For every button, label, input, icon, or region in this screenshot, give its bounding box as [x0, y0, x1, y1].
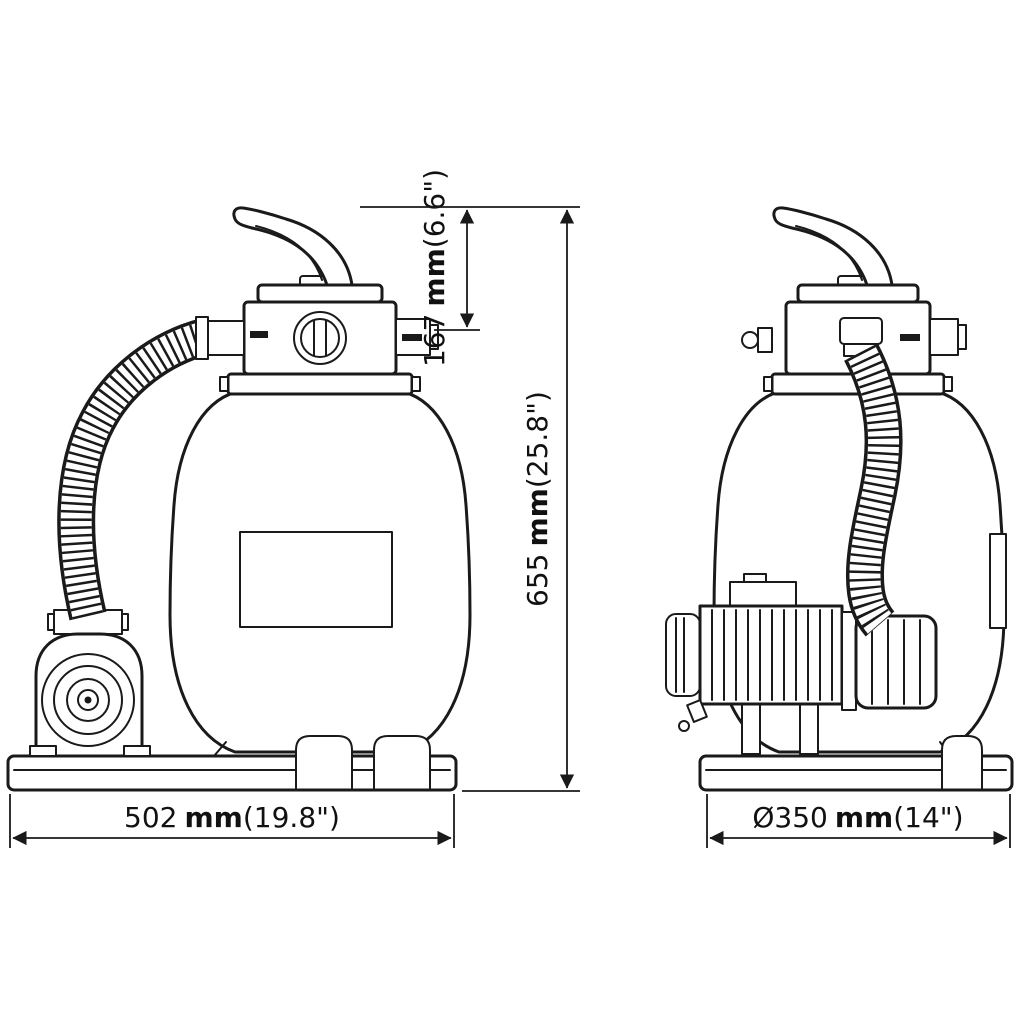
dim-total-height-label: 655mm(25.8") [521, 391, 554, 607]
hose-right [843, 343, 903, 637]
valve-sight-glass-slot [313, 320, 327, 356]
pump-motor-right [665, 573, 938, 755]
valve-clamp-flange-left [226, 372, 414, 396]
terminal-box [729, 581, 797, 609]
motor-fins [711, 609, 833, 701]
flange-bolt-left-b [121, 613, 129, 631]
valve-handle-left [232, 206, 354, 287]
tank-label-edge [989, 533, 1007, 629]
valve-top-cap-left [256, 283, 384, 304]
drain-stub [686, 699, 708, 723]
dim-valve-height-label: 167mm(6.6") [418, 169, 451, 367]
motor-end-cap-ribs [675, 617, 685, 693]
motor-leg-b [799, 703, 819, 755]
base-plate-right [698, 754, 1014, 792]
valve-marking-c [900, 334, 920, 341]
pump-foot-left-b [123, 745, 151, 757]
drain-cap [678, 720, 690, 732]
valve-port-pump [205, 320, 245, 356]
valve-side-knob [741, 331, 759, 349]
valve-marking-a [250, 331, 268, 338]
hose-left [57, 318, 210, 621]
clamp-bolt-d [943, 376, 953, 392]
right-view-sand-filter [665, 206, 1014, 792]
tank-stand-left [213, 735, 431, 789]
flange-bolt-left-a [47, 613, 55, 631]
pump-foot-left-a [29, 745, 57, 757]
valve-port-waste-cap [429, 324, 439, 350]
valve-port-right [929, 318, 959, 356]
pump-shaft-center [84, 696, 92, 704]
valve-handle-detail-right [795, 225, 863, 281]
tank-stand-right [939, 735, 983, 789]
valve-side-stub [757, 327, 773, 353]
hose-clamp-ring-left [195, 316, 209, 360]
dim-valve-height: 167mm(6.6") [418, 169, 480, 367]
valve-top-cap-right [796, 283, 920, 304]
valve-sight-glass-inner [300, 318, 340, 358]
left-view-sand-filter [6, 206, 472, 792]
valve-port-right-cap [957, 324, 967, 350]
valve-handle-right [772, 206, 894, 287]
valve-front-port [839, 317, 883, 345]
clamp-bolt-a [219, 376, 229, 392]
clamp-bolt-c [763, 376, 773, 392]
pump-head-flange [841, 611, 857, 711]
tank-label-window [239, 531, 393, 628]
valve-handle-detail [255, 225, 323, 281]
coupling-ribs [871, 619, 921, 705]
dim-total-height: 655mm(25.8") [360, 206, 580, 792]
clamp-bolt-b [411, 376, 421, 392]
hose-coupling-nut [854, 614, 938, 710]
pump-left [29, 609, 151, 758]
motor-leg-a [741, 703, 761, 755]
valve-marking-b [402, 334, 422, 341]
valve-assembly-left [195, 206, 439, 396]
